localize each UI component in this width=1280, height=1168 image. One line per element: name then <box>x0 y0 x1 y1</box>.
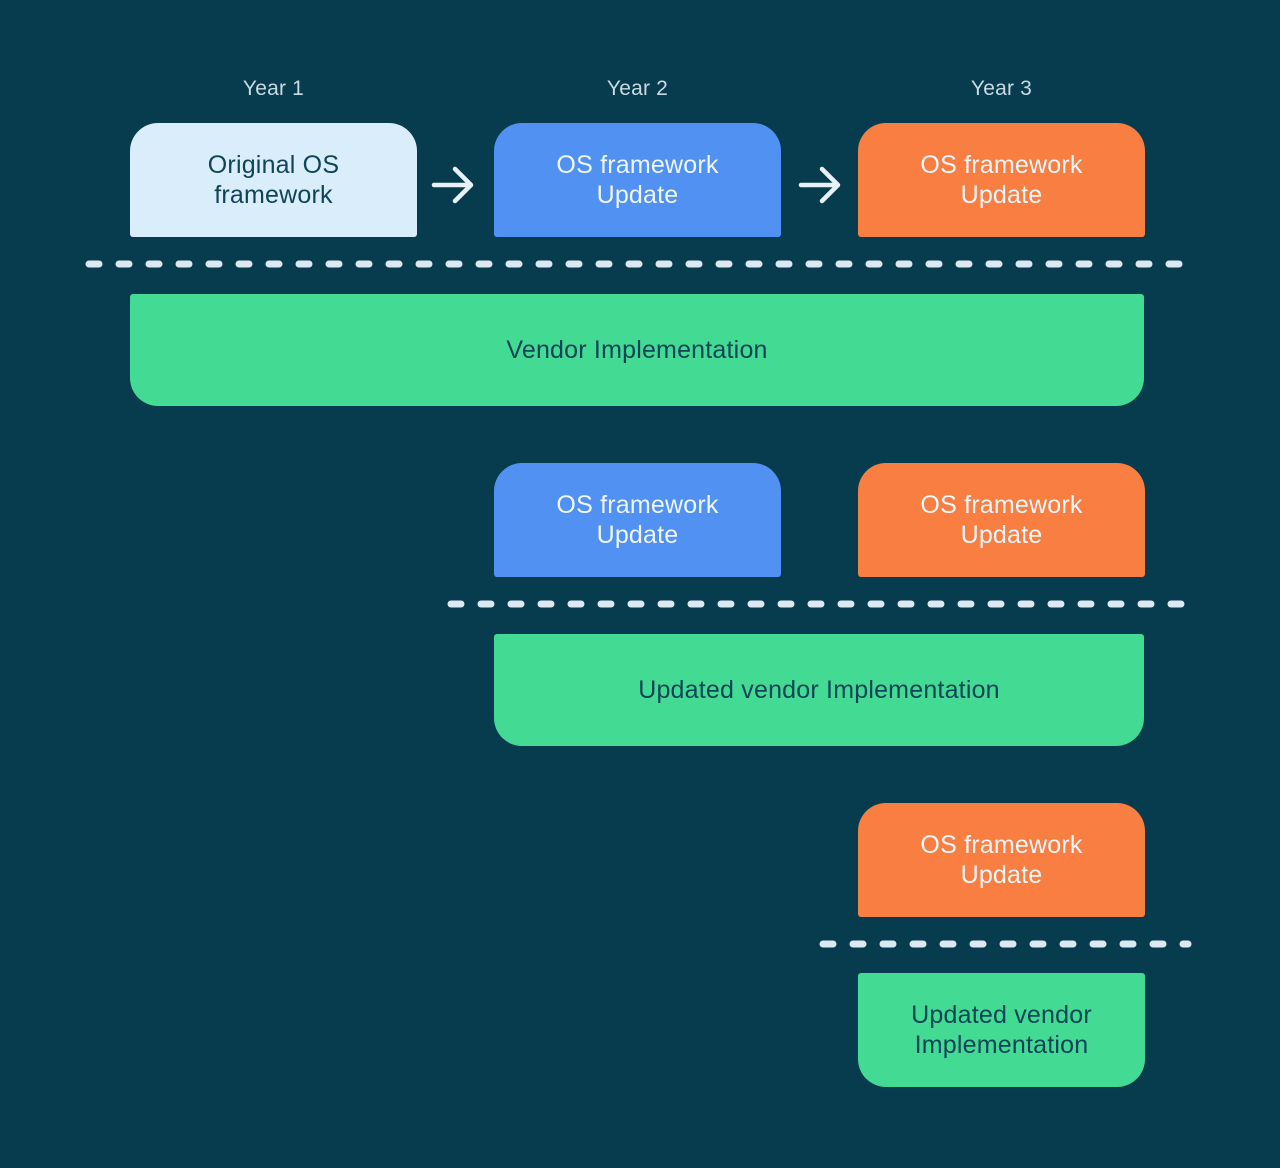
updated-vendor-implementation-label: Updated vendor Implementation <box>911 1001 1092 1059</box>
os-framework-update-label: OS framework Update <box>556 151 719 209</box>
vendor-implementation-box: Vendor Implementation <box>130 294 1144 406</box>
updated-vendor-implementation-label: Updated vendor Implementation <box>638 676 1000 704</box>
os-framework-update-label: OS framework Update <box>920 151 1083 209</box>
dashed-divider <box>819 940 1192 948</box>
os-framework-update-label: OS framework Update <box>920 831 1083 889</box>
original-os-framework-label: Original OS framework <box>207 151 340 209</box>
os-framework-update-label: OS framework Update <box>920 491 1083 549</box>
os-framework-update-year3-box: OS framework Update <box>858 123 1145 237</box>
dashed-divider <box>85 260 1198 268</box>
dashed-divider <box>447 600 1196 608</box>
updated-vendor-implementation-box: Updated vendor Implementation <box>858 973 1145 1087</box>
updated-vendor-implementation-box: Updated vendor Implementation <box>494 634 1144 746</box>
os-framework-update-year3-box: OS framework Update <box>858 463 1145 577</box>
os-framework-update-year2-box: OS framework Update <box>494 123 781 237</box>
year-2-label: Year 2 <box>606 77 669 100</box>
arrow-right-icon <box>798 166 841 204</box>
original-os-framework-box: Original OS framework <box>130 123 417 237</box>
year-1-label: Year 1 <box>242 77 305 100</box>
os-framework-update-label: OS framework Update <box>556 491 719 549</box>
os-framework-update-year2-box: OS framework Update <box>494 463 781 577</box>
vendor-implementation-label: Vendor Implementation <box>506 336 768 364</box>
os-framework-update-year3-box: OS framework Update <box>858 803 1145 917</box>
year-3-label: Year 3 <box>970 77 1033 100</box>
arrow-right-icon <box>431 166 474 204</box>
